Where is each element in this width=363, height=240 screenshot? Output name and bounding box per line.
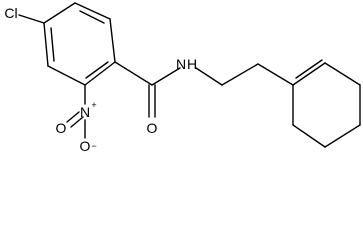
amide-hydrogen-label: H: [187, 56, 197, 72]
molecule-drawing: Cl N H O N + O O −: [4, 2, 361, 154]
bond-ethyl-ring: [257, 63, 294, 86]
bond: [109, 18, 116, 63]
bond: [84, 61, 116, 86]
structure-diagram: Cl N H O N + O O −: [4, 2, 361, 154]
bond-ring-chlorine: [18, 14, 45, 24]
bond: [43, 22, 49, 67]
bond-ethyl: [221, 63, 259, 86]
bond-ring-carbonyl: [114, 61, 153, 86]
bond: [85, 61, 109, 79]
nitro-oxygen-top-label: O: [56, 120, 67, 136]
nitro-nitrogen-label: N: [80, 104, 90, 120]
bond: [292, 124, 326, 148]
bond: [324, 124, 361, 148]
bond: [292, 62, 326, 86]
bond: [47, 65, 86, 86]
bond: [295, 59, 323, 79]
bond: [324, 62, 361, 86]
bond-nitro-oxygen-top: [70, 116, 84, 128]
bond: [43, 2, 76, 24]
carbonyl-oxygen-label: O: [147, 120, 158, 136]
bond: [79, 10, 105, 24]
nitro-oxygen-charge: −: [91, 141, 96, 151]
cyclohexene-ring: [292, 59, 361, 148]
nitro-oxygen-bottom-label: O: [80, 138, 91, 154]
benzene-ring: [43, 2, 116, 86]
bond-nitro-oxygen-top: [66, 111, 80, 123]
bond: [50, 27, 55, 62]
bond-carbonyl-nitrogen: [151, 67, 181, 86]
amide-nitrogen-label: N: [176, 56, 186, 72]
nitro-nitrogen-charge: +: [91, 100, 96, 110]
bond-nitrogen-ch2: [195, 67, 223, 86]
bond: [74, 2, 111, 20]
chlorine-label: Cl: [4, 5, 17, 21]
